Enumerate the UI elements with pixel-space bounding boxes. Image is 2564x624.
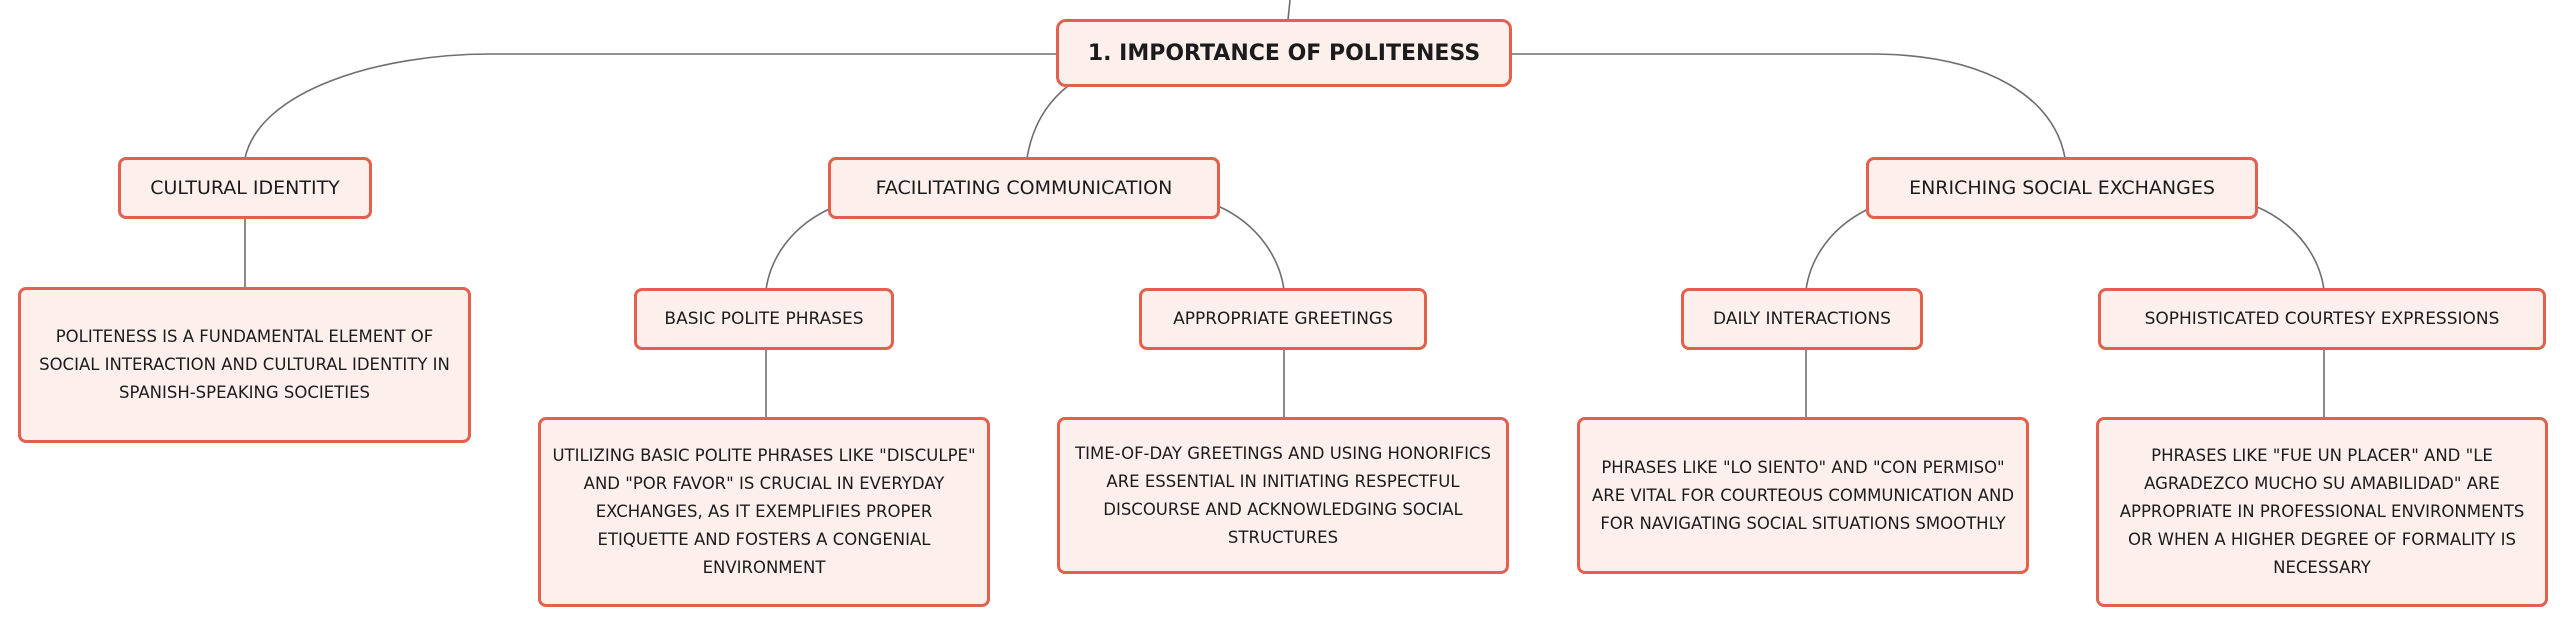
subtopic-label: Appropriate Greetings: [1173, 309, 1393, 329]
subtopic-appropriate-greetings[interactable]: Appropriate Greetings: [1139, 288, 1427, 350]
connector-enriching-daily-interactions: [1805, 205, 1876, 291]
topic-cultural-identity[interactable]: Cultural Identity: [118, 157, 372, 219]
detail-daily-interactions[interactable]: Phrases like "lo siento" and "con permis…: [1577, 417, 2029, 574]
detail-text: Phrases like "lo siento" and "con permis…: [1591, 457, 2015, 533]
subtopic-sophisticated-courtesy-expressions[interactable]: Sophisticated Courtesy Expressions: [2098, 288, 2546, 350]
detail-text: Politeness is a fundamental element of s…: [39, 327, 450, 402]
connector-root-enriching-social-exchanges: [1512, 53, 2066, 159]
connector-root-cultural-identity: [244, 53, 1058, 159]
subtopic-basic-polite-phrases[interactable]: Basic Polite Phrases: [634, 288, 894, 350]
detail-appropriate-greetings[interactable]: Time-of-day greetings and using honorifi…: [1057, 417, 1509, 574]
detail-text: Utilizing basic polite phrases like "dis…: [552, 446, 976, 577]
topic-label: Facilitating Communication: [875, 177, 1173, 199]
detail-basic-polite-phrases[interactable]: Utilizing basic polite phrases like "dis…: [538, 417, 990, 607]
detail-text: Phrases like "fue un placer" and "le agr…: [2119, 446, 2525, 577]
topic-enriching-social-exchanges[interactable]: Enriching Social Exchanges: [1866, 157, 2258, 219]
connector-facilitating-basic-phrases: [765, 205, 837, 291]
subtopic-label: Basic Polite Phrases: [664, 309, 864, 329]
detail-cultural-identity[interactable]: Politeness is a fundamental element of s…: [18, 287, 471, 443]
connector-top-stub: [1287, 0, 1291, 21]
detail-sophisticated-courtesy-expressions[interactable]: Phrases like "fue un placer" and "le agr…: [2096, 417, 2548, 607]
detail-text: Time-of-day greetings and using honorifi…: [1075, 443, 1491, 547]
subtopic-label: Sophisticated Courtesy Expressions: [2144, 309, 2500, 329]
topic-label: Cultural Identity: [150, 177, 340, 199]
root-topic-node[interactable]: 1. Importance of Politeness: [1056, 19, 1512, 87]
root-topic-label: 1. Importance of Politeness: [1087, 40, 1481, 66]
connector-facilitating-greetings: [1217, 205, 1285, 291]
topic-label: Enriching Social Exchanges: [1909, 177, 2215, 199]
connector-root-facilitating-communication: [1026, 85, 1069, 159]
subtopic-label: Daily Interactions: [1713, 309, 1891, 329]
topic-facilitating-communication[interactable]: Facilitating Communication: [828, 157, 1220, 219]
subtopic-daily-interactions[interactable]: Daily Interactions: [1681, 288, 1923, 350]
connector-enriching-courtesy-expressions: [2254, 205, 2325, 291]
